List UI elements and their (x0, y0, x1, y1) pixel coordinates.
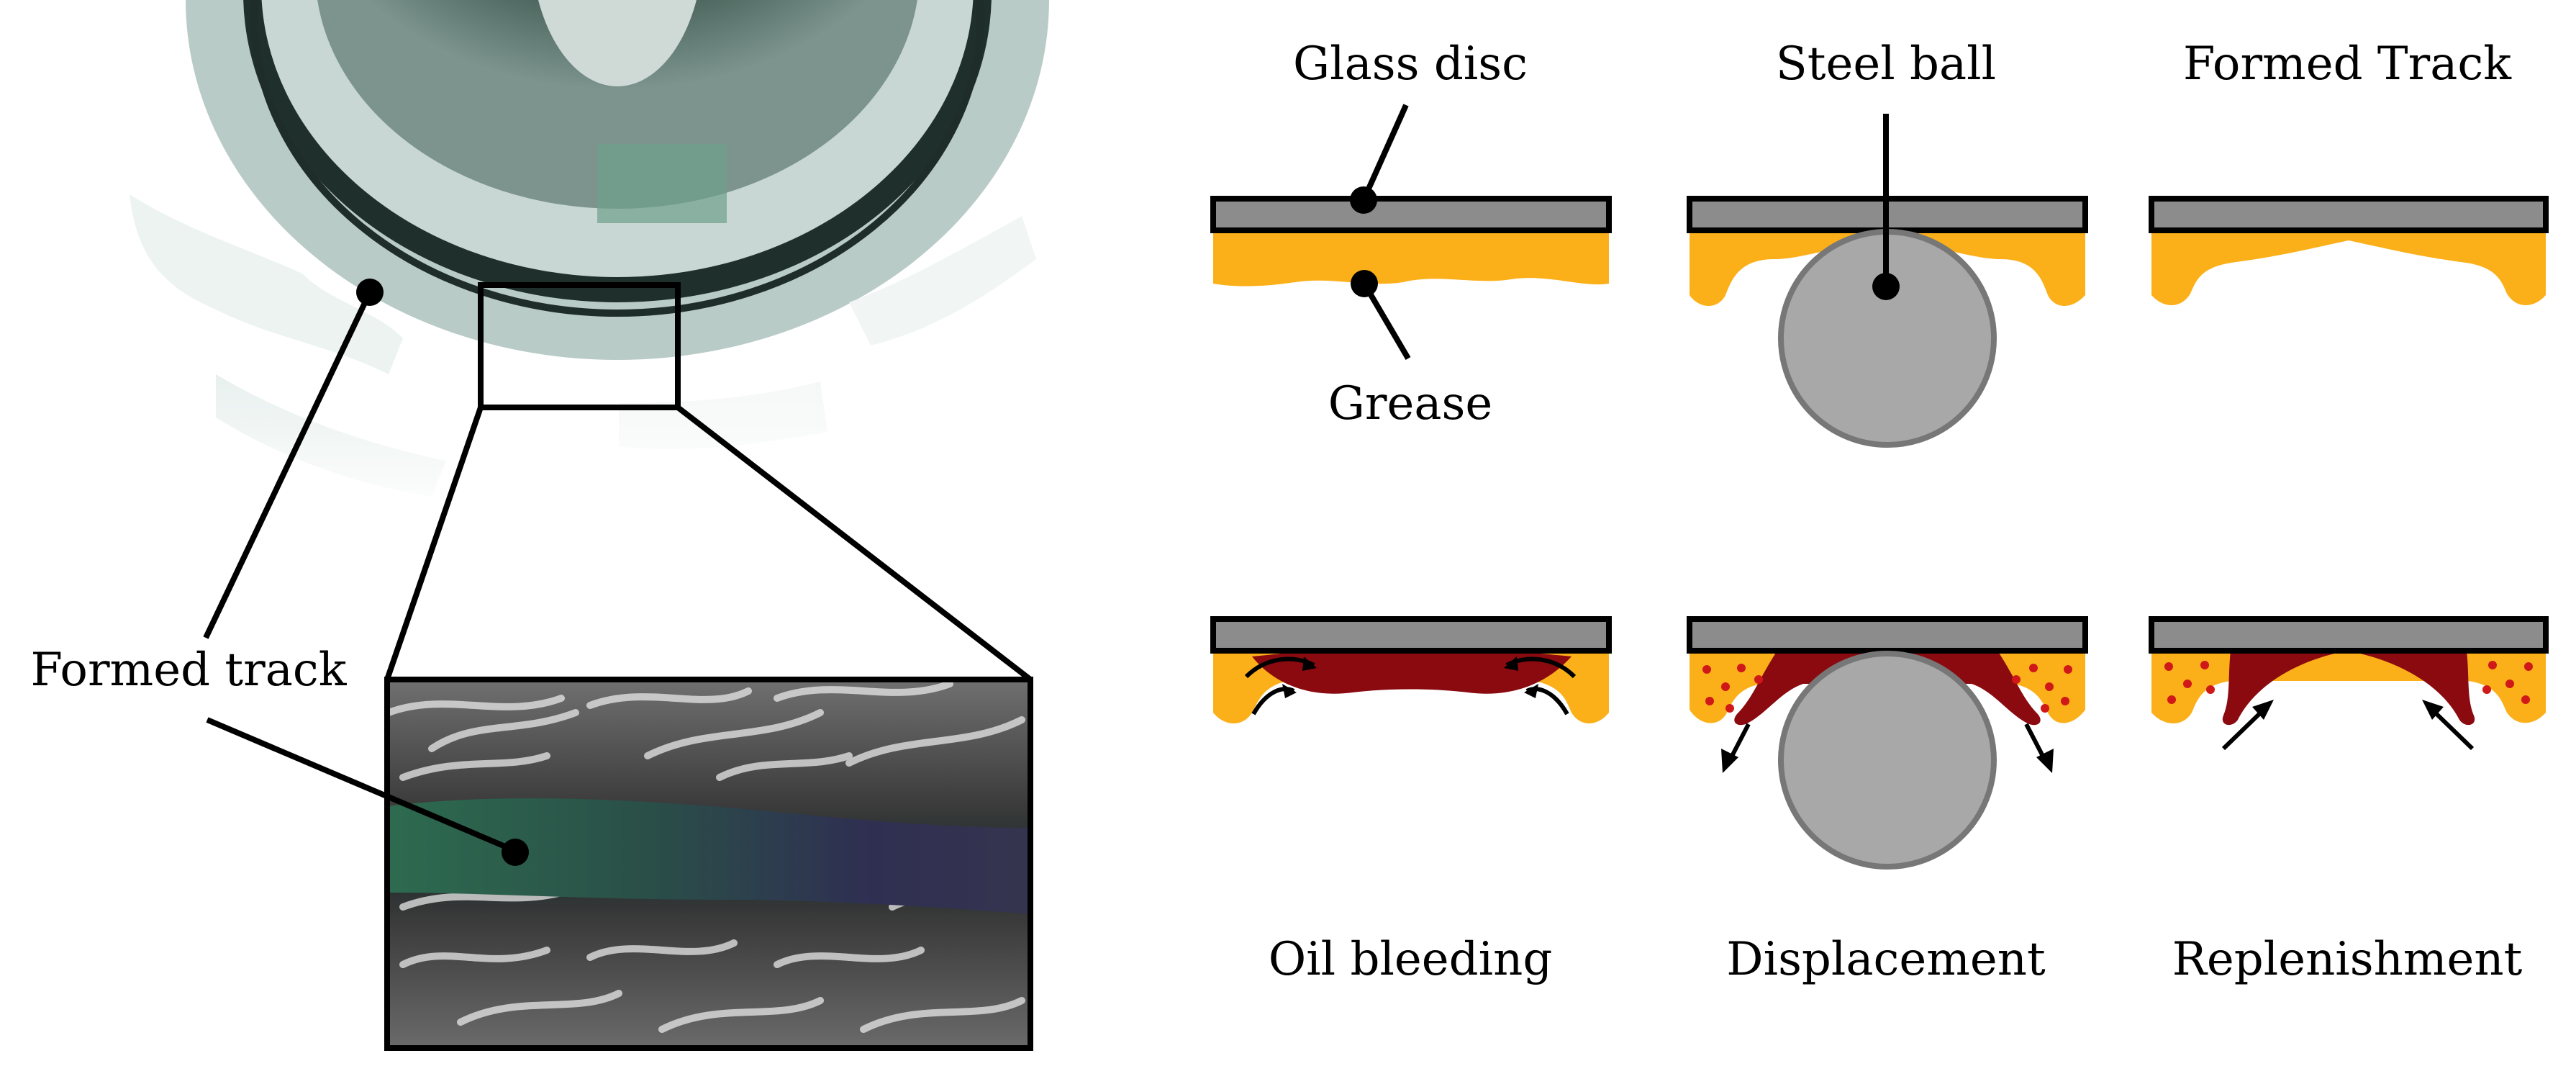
oil-track-4 (1252, 648, 1572, 694)
oil-track-5 (1734, 651, 2041, 726)
bearing-photo (0, 0, 1238, 518)
leader-formed-track-lower (206, 717, 517, 854)
leader-formed-track-upper (203, 291, 373, 639)
glass-disc-4 (1210, 616, 1612, 654)
zoom-connector-right (676, 405, 1033, 682)
label-replenishment: Replenishment (2172, 933, 2523, 986)
oil-track-6b (2347, 651, 2475, 726)
panel-initial-state: Glass disc Grease (1210, 37, 1612, 430)
zoom-connector-left (384, 406, 484, 681)
label-grease: Grease (1328, 377, 1492, 430)
label-oil-bleeding: Oil bleeding (1269, 933, 1553, 986)
zoom-micrograph (387, 680, 1030, 1048)
panel-displacement: Displacement (1687, 616, 2088, 986)
panel-ball-contact: Steel ball (1687, 37, 2088, 448)
label-displacement: Displacement (1726, 933, 2046, 986)
label-formed-track-title: Formed Track (2183, 37, 2512, 91)
oil-track-6 (2222, 651, 2347, 726)
panel-formed-track: Formed Track (2149, 37, 2549, 306)
leader-dot-ring (356, 279, 384, 306)
label-glass-disc: Glass disc (1293, 37, 1528, 91)
glass-disc-3 (2149, 196, 2549, 233)
zoom-frame (384, 677, 1033, 1051)
steel-ball-2 (1778, 651, 1997, 870)
leader-dot-zoom (502, 839, 529, 866)
grease-layer-2 (1690, 229, 2085, 306)
grease-layer-3 (2151, 229, 2546, 306)
label-formed-track: Formed track (31, 644, 348, 697)
panel-oil-bleeding: Oil bleeding (1210, 616, 1612, 986)
label-steel-ball: Steel ball (1776, 37, 1996, 91)
glass-disc-5 (1687, 616, 2088, 654)
glass-disc-6 (2149, 616, 2549, 654)
panel-replenishment: Replenishment (2149, 616, 2549, 986)
glass-disc-1 (1210, 196, 1612, 233)
grease-layer-1 (1213, 229, 1609, 286)
zoom-source-box (478, 282, 681, 410)
